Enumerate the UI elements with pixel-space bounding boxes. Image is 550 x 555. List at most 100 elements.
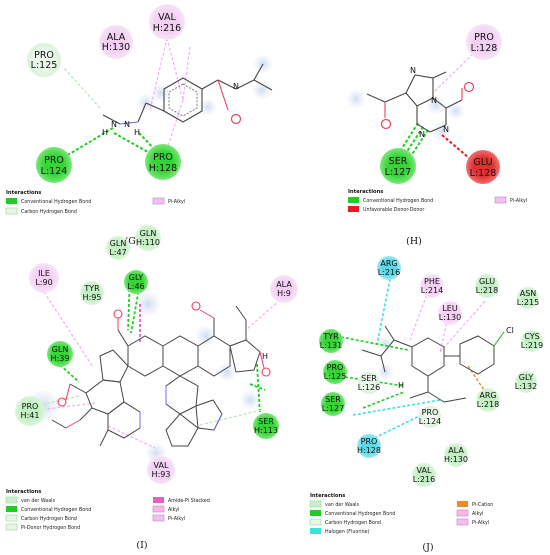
svg-text:PRO: PRO xyxy=(474,32,494,43)
svg-text:Cl: Cl xyxy=(506,326,514,335)
svg-text:van der Waals: van der Waals xyxy=(325,502,359,508)
residue-g-ala-h130: ALA H:130 xyxy=(99,25,133,59)
svg-text:Conventional Hydrogen Bond: Conventional Hydrogen Bond xyxy=(363,198,433,204)
svg-text:H:39: H:39 xyxy=(51,354,70,363)
svg-text:ARG: ARG xyxy=(479,391,496,400)
svg-text:L:127: L:127 xyxy=(385,167,412,178)
residue-i-gln-l47: GLN L:47 xyxy=(106,236,130,260)
svg-text:Interactions: Interactions xyxy=(310,493,345,499)
svg-text:H:216: H:216 xyxy=(153,23,181,34)
svg-text:N: N xyxy=(124,120,130,129)
svg-text:H: H xyxy=(262,352,268,361)
svg-text:PRO: PRO xyxy=(44,155,64,166)
residue-i-pro-h41: PRO H:41 xyxy=(15,396,45,426)
residue-j-asn-l215: ASN L:215 xyxy=(517,287,539,309)
residue-h-pro-l128: PRO L:128 xyxy=(466,24,502,60)
svg-text:PRO: PRO xyxy=(422,408,439,417)
panel-h: N N N N PRO L:128 SER L:127 GLU L:128 In… xyxy=(347,24,527,247)
residue-i-val-h93: VAL H:93 xyxy=(147,456,175,484)
svg-text:L:216: L:216 xyxy=(413,475,435,484)
svg-text:H:130: H:130 xyxy=(102,42,130,53)
svg-text:PRO: PRO xyxy=(22,402,39,411)
svg-text:H:9: H:9 xyxy=(277,289,291,298)
svg-text:Conventional Hydrogen Bond: Conventional Hydrogen Bond xyxy=(21,199,91,205)
residue-j-arg-l216: ARG L:216 xyxy=(377,256,401,280)
svg-text:Carbon Hydrogen Bond: Carbon Hydrogen Bond xyxy=(21,516,77,522)
svg-text:ALA: ALA xyxy=(276,280,292,289)
svg-text:Interactions: Interactions xyxy=(348,189,383,195)
svg-text:Conventional Hydrogen Bond: Conventional Hydrogen Bond xyxy=(325,511,395,517)
svg-text:L:128: L:128 xyxy=(470,168,497,179)
residue-j-ala-h130: ALA H:130 xyxy=(444,443,468,467)
svg-text:L:132: L:132 xyxy=(515,382,537,391)
svg-text:GLY: GLY xyxy=(519,373,534,382)
svg-text:H:113: H:113 xyxy=(254,426,278,435)
svg-text:ALA: ALA xyxy=(107,32,126,43)
svg-text:SER: SER xyxy=(258,417,274,426)
svg-text:ARG: ARG xyxy=(380,259,397,268)
svg-text:Carbon Hydrogen Bond: Carbon Hydrogen Bond xyxy=(325,520,381,526)
panel-label-g: (G) xyxy=(124,236,139,247)
svg-text:Alkyl: Alkyl xyxy=(168,507,179,513)
svg-text:L:125: L:125 xyxy=(324,372,346,381)
svg-text:N: N xyxy=(419,130,425,139)
svg-text:Pi-Alkyl: Pi-Alkyl xyxy=(472,520,489,526)
svg-text:Pi-Alkyl: Pi-Alkyl xyxy=(168,199,185,205)
residue-j-gly-l132: GLY L:132 xyxy=(515,371,537,393)
residue-j-leu-l130: LEU L:130 xyxy=(438,301,462,325)
residue-h-ser-l127: SER L:127 xyxy=(380,148,416,184)
residue-j-phe-l214: PHE L:214 xyxy=(420,274,444,298)
svg-text:Pi-Alkyl: Pi-Alkyl xyxy=(510,198,527,204)
svg-text:L:127: L:127 xyxy=(322,404,344,413)
svg-text:L:130: L:130 xyxy=(439,313,461,322)
svg-text:L:218: L:218 xyxy=(477,400,499,409)
svg-text:H:130: H:130 xyxy=(444,455,468,464)
panel-j: Cl H ARG L:216 PHE L:214 GLU L:218 ASN L… xyxy=(309,256,543,553)
svg-text:GLY: GLY xyxy=(129,273,144,282)
svg-text:L:131: L:131 xyxy=(320,341,342,350)
svg-text:Carbon Hydrogen Bond: Carbon Hydrogen Bond xyxy=(21,209,77,215)
svg-text:L:218: L:218 xyxy=(476,286,498,295)
residue-i-ile-l90: ILE L:90 xyxy=(29,263,59,293)
residue-i-ser-h113: SER H:113 xyxy=(253,413,279,439)
svg-text:L:46: L:46 xyxy=(127,282,144,291)
svg-text:L:219: L:219 xyxy=(521,341,543,350)
svg-text:L:125: L:125 xyxy=(31,60,58,71)
residue-j-arg-l218: ARG L:218 xyxy=(476,388,500,412)
svg-text:GLN: GLN xyxy=(110,239,127,248)
svg-text:Interactions: Interactions xyxy=(6,489,41,495)
legend-j: Interactions van der Waals Conventional … xyxy=(309,493,493,535)
svg-text:H: H xyxy=(398,381,404,390)
svg-text:GLU: GLU xyxy=(479,277,495,286)
residue-j-pro-l125: PRO L:125 xyxy=(323,360,347,384)
svg-text:N: N xyxy=(233,82,239,91)
residue-g-pro-l124: PRO L:124 xyxy=(36,147,72,183)
residue-j-val-l216: VAL L:216 xyxy=(412,463,436,487)
panel-i: H GLN L:47 GLN H:110 ALA H:9 ILE L:90 GL… xyxy=(5,225,298,551)
svg-text:VAL: VAL xyxy=(158,12,176,23)
svg-text:PRO: PRO xyxy=(34,50,54,61)
legend-i: Interactions van der Waals Conventional … xyxy=(5,489,210,531)
svg-text:Amide-Pi Stacked: Amide-Pi Stacked xyxy=(168,498,210,504)
svg-text:H: H xyxy=(134,128,140,137)
svg-text:GLN: GLN xyxy=(140,229,157,238)
residue-j-ser-l127: SER L:127 xyxy=(321,392,345,416)
svg-text:ALA: ALA xyxy=(448,446,464,455)
svg-text:L:128: L:128 xyxy=(471,43,498,54)
svg-text:Pi-Donor Hydrogen Bond: Pi-Donor Hydrogen Bond xyxy=(21,525,80,531)
svg-text:Interactions: Interactions xyxy=(6,190,41,196)
svg-text:N: N xyxy=(410,66,416,75)
svg-text:H:128: H:128 xyxy=(357,446,381,455)
svg-text:PRO: PRO xyxy=(327,363,344,372)
residue-i-tyr-h95: TYR H:95 xyxy=(80,281,104,305)
svg-text:PRO: PRO xyxy=(153,152,173,163)
svg-text:TYR: TYR xyxy=(83,284,100,293)
svg-text:N: N xyxy=(431,96,437,105)
svg-text:CYS: CYS xyxy=(524,332,539,341)
svg-text:Pi-Cation: Pi-Cation xyxy=(472,502,493,508)
svg-text:L:126: L:126 xyxy=(358,383,380,392)
svg-text:Pi-Alkyl: Pi-Alkyl xyxy=(168,516,185,522)
residue-g-pro-l125: PRO L:125 xyxy=(27,43,61,77)
legend-g: Interactions Conventional Hydrogen Bond … xyxy=(5,190,185,215)
